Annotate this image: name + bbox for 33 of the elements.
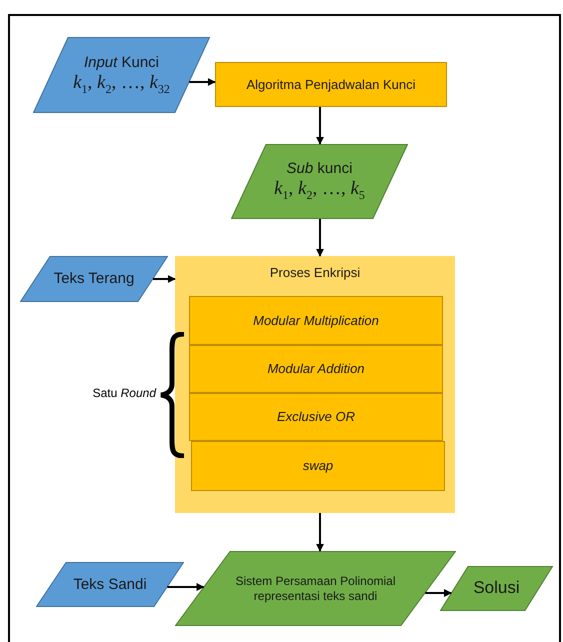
node-label: Input Kunci <box>84 54 160 72</box>
node-label: swap <box>302 458 334 474</box>
node-label: Modular Addition <box>267 361 365 377</box>
arrow <box>153 275 176 283</box>
node-label: Modular Multiplication <box>253 312 379 328</box>
node-label: Teks Sandi <box>73 576 147 594</box>
process-box <box>215 62 447 107</box>
node-label: Proses Enkripsi <box>270 265 360 281</box>
data-parallelogram <box>440 566 553 611</box>
arrow <box>425 589 452 597</box>
process-box <box>189 393 443 441</box>
process-box <box>189 345 443 393</box>
arrow <box>167 583 204 591</box>
data-parallelogram <box>36 562 184 607</box>
node-label: Sub kunci <box>286 160 352 178</box>
process-box <box>191 441 445 491</box>
arrow <box>189 78 216 86</box>
annotation-label: Satu Round <box>92 386 156 400</box>
node-label: Sistem Persamaan Polinomial representasi teks sandi <box>234 574 397 603</box>
data-parallelogram <box>20 256 168 302</box>
node-label: Teks Terang <box>54 270 134 288</box>
data-parallelogram <box>33 37 210 113</box>
node-label: Algoritma Penjadwalan Kunci <box>246 76 416 92</box>
arrow <box>316 513 324 552</box>
node-label: Exclusive OR <box>276 409 356 425</box>
formula-text: k$_{1}$, k$_{2}$, …, k$_{5}$ <box>274 178 365 203</box>
arrow <box>316 107 324 145</box>
formula-text: k$_{1}$, k$_{2}$, …, k$_{32}$ <box>73 72 170 96</box>
data-parallelogram <box>231 144 408 219</box>
arrow <box>316 219 324 257</box>
process-box <box>189 296 443 345</box>
node-label: Solusi <box>473 578 520 599</box>
group-panel <box>175 256 455 513</box>
